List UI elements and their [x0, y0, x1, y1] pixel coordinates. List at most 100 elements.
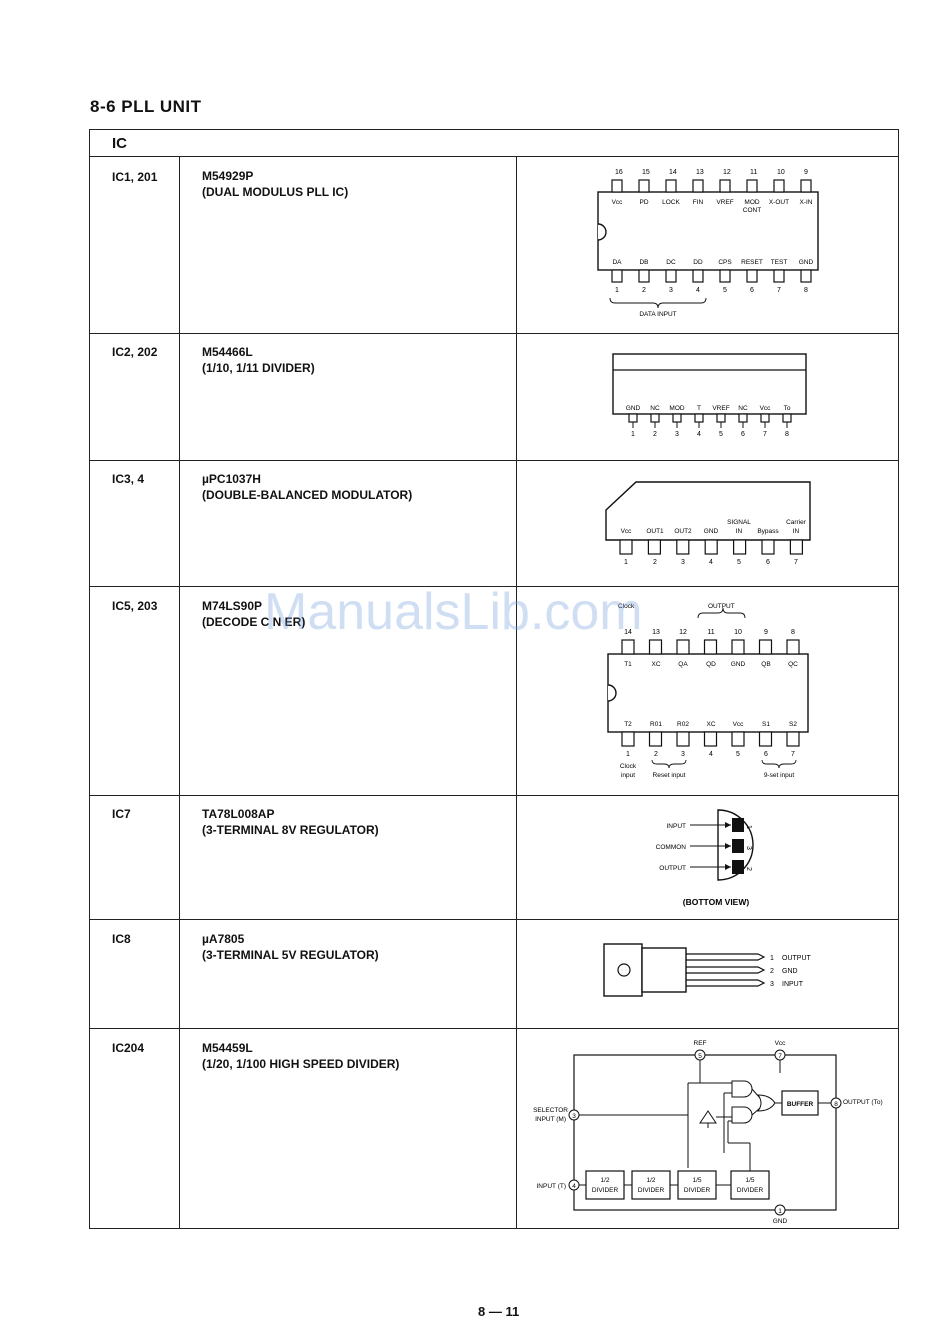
pin-label: OUT2 — [674, 528, 692, 535]
pin-label: XC — [651, 661, 660, 668]
block-label: 1/5 — [745, 1177, 754, 1184]
pin-number: 12 — [679, 629, 687, 636]
pin-label: Vcc — [775, 1040, 787, 1047]
pin-label: To — [784, 405, 791, 412]
ic-pin — [746, 179, 758, 193]
ic-ref: IC7 — [112, 807, 131, 821]
pin-number: 4 — [709, 751, 713, 758]
part-number: µPC1037H — [202, 472, 261, 486]
pin-label: DB — [639, 259, 648, 266]
pin-label: X-OUT — [769, 199, 789, 206]
column-divider — [179, 157, 180, 1228]
pin-number: 5 — [698, 1053, 702, 1060]
pinout-diagram-m54466l: GND NC MOD T VREF NC Vcc To 1 2 3 4 5 6 … — [518, 340, 898, 450]
block-label: DIVIDER — [737, 1187, 764, 1194]
pin-label: T2 — [624, 721, 632, 728]
ic-pin — [789, 539, 803, 555]
pin-label: MOD — [669, 405, 684, 412]
ic-pin — [719, 269, 731, 283]
pin-number: 2 — [770, 968, 774, 975]
ic-pin — [786, 731, 800, 747]
pin-group-label: input — [621, 772, 635, 779]
pin-pad — [732, 818, 744, 832]
pin-number: 15 — [642, 169, 650, 176]
pin-number: 4 — [709, 559, 713, 566]
block-label: DIVIDER — [638, 1187, 665, 1194]
pin-label: INPUT (T) — [537, 1183, 567, 1190]
pin-number: 12 — [723, 169, 731, 176]
pin-number: 1 — [778, 1208, 782, 1215]
pin-label: Vcc — [760, 405, 772, 412]
ic-pin — [704, 539, 718, 555]
block-label: DIVIDER — [684, 1187, 711, 1194]
ic-pin — [731, 639, 745, 655]
divider-block — [730, 1170, 770, 1200]
ic-package — [641, 947, 687, 993]
pin-label: SELECTOR — [533, 1107, 568, 1114]
ic-pin — [619, 539, 633, 555]
part-number: TA78L008AP — [202, 807, 275, 821]
pin-number: 9 — [804, 169, 808, 176]
ic-pin — [703, 731, 718, 747]
pin-number: 5 — [719, 431, 723, 438]
ic-package — [605, 481, 811, 541]
pin-number: 7 — [794, 559, 798, 566]
pin-label: R01 — [650, 721, 662, 728]
pin-group-label: Clock — [618, 603, 635, 610]
ic-pin — [665, 179, 677, 193]
pin-number: 3 — [681, 559, 685, 566]
pin-number: 4 — [697, 431, 701, 438]
ic-part: TA78L008AP (3-TERMINAL 8V REGULATOR) — [202, 806, 379, 838]
pin-number: 5 — [737, 559, 741, 566]
pin-label: IN — [793, 528, 800, 535]
pin-number: 3 — [681, 751, 685, 758]
part-description: (3-TERMINAL 5V REGULATOR) — [202, 948, 379, 962]
pin-number: 4 — [572, 1183, 576, 1190]
pin-group-label: OUTPUT — [708, 603, 735, 610]
pin-number: 14 — [624, 629, 632, 636]
pin-lead — [686, 966, 766, 974]
pin-label: DC — [666, 259, 676, 266]
row-divider — [90, 460, 898, 461]
pin-number: 16 — [615, 169, 623, 176]
ic-pin — [716, 413, 726, 423]
pin-group-brace — [609, 297, 707, 309]
row-divider — [90, 333, 898, 334]
ic-pin — [800, 179, 812, 193]
pin-label: CPS — [718, 259, 732, 266]
pin-number: 11 — [707, 629, 714, 636]
block-label: 1/5 — [692, 1177, 701, 1184]
ic-pin — [758, 731, 773, 747]
pin-number: 2 — [745, 867, 752, 871]
ic-pin — [676, 731, 690, 747]
ic-pin — [665, 269, 677, 283]
ic-pin — [692, 269, 704, 283]
pin-label: OUTPUT (To) — [843, 1099, 883, 1106]
pin-number: 1 — [626, 751, 630, 758]
pin-label: QA — [678, 661, 688, 668]
ic-pin — [672, 413, 682, 423]
pin-number: 1 — [745, 825, 752, 829]
pin-group-brace — [697, 607, 746, 619]
pin-number: 10 — [777, 169, 785, 176]
ic-ref: IC2, 202 — [112, 345, 158, 359]
pin-number: 1 — [615, 287, 619, 294]
pin-number: 13 — [652, 629, 660, 636]
and-gate-icon — [731, 1106, 753, 1124]
pin-label: REF — [694, 1040, 707, 1047]
part-description: (3-TERMINAL 8V REGULATOR) — [202, 823, 379, 837]
and-gate-icon — [731, 1080, 753, 1098]
ic-pin — [650, 413, 660, 423]
section-title: 8-6 PLL UNIT — [90, 97, 202, 116]
ic-pin — [621, 639, 635, 655]
pin-number: 2 — [654, 751, 658, 758]
part-number: µA7805 — [202, 932, 245, 946]
inverter-icon — [699, 1110, 717, 1124]
ic-pin — [782, 413, 792, 423]
ic-pin — [733, 539, 747, 555]
ic-part: µPC1037H (DOUBLE-BALANCED MODULATOR) — [202, 471, 412, 503]
pin-label: SIGNAL — [727, 519, 751, 526]
pin-number: 2 — [653, 559, 657, 566]
pin-number: 7 — [777, 287, 781, 294]
pin-number: 7 — [763, 431, 767, 438]
